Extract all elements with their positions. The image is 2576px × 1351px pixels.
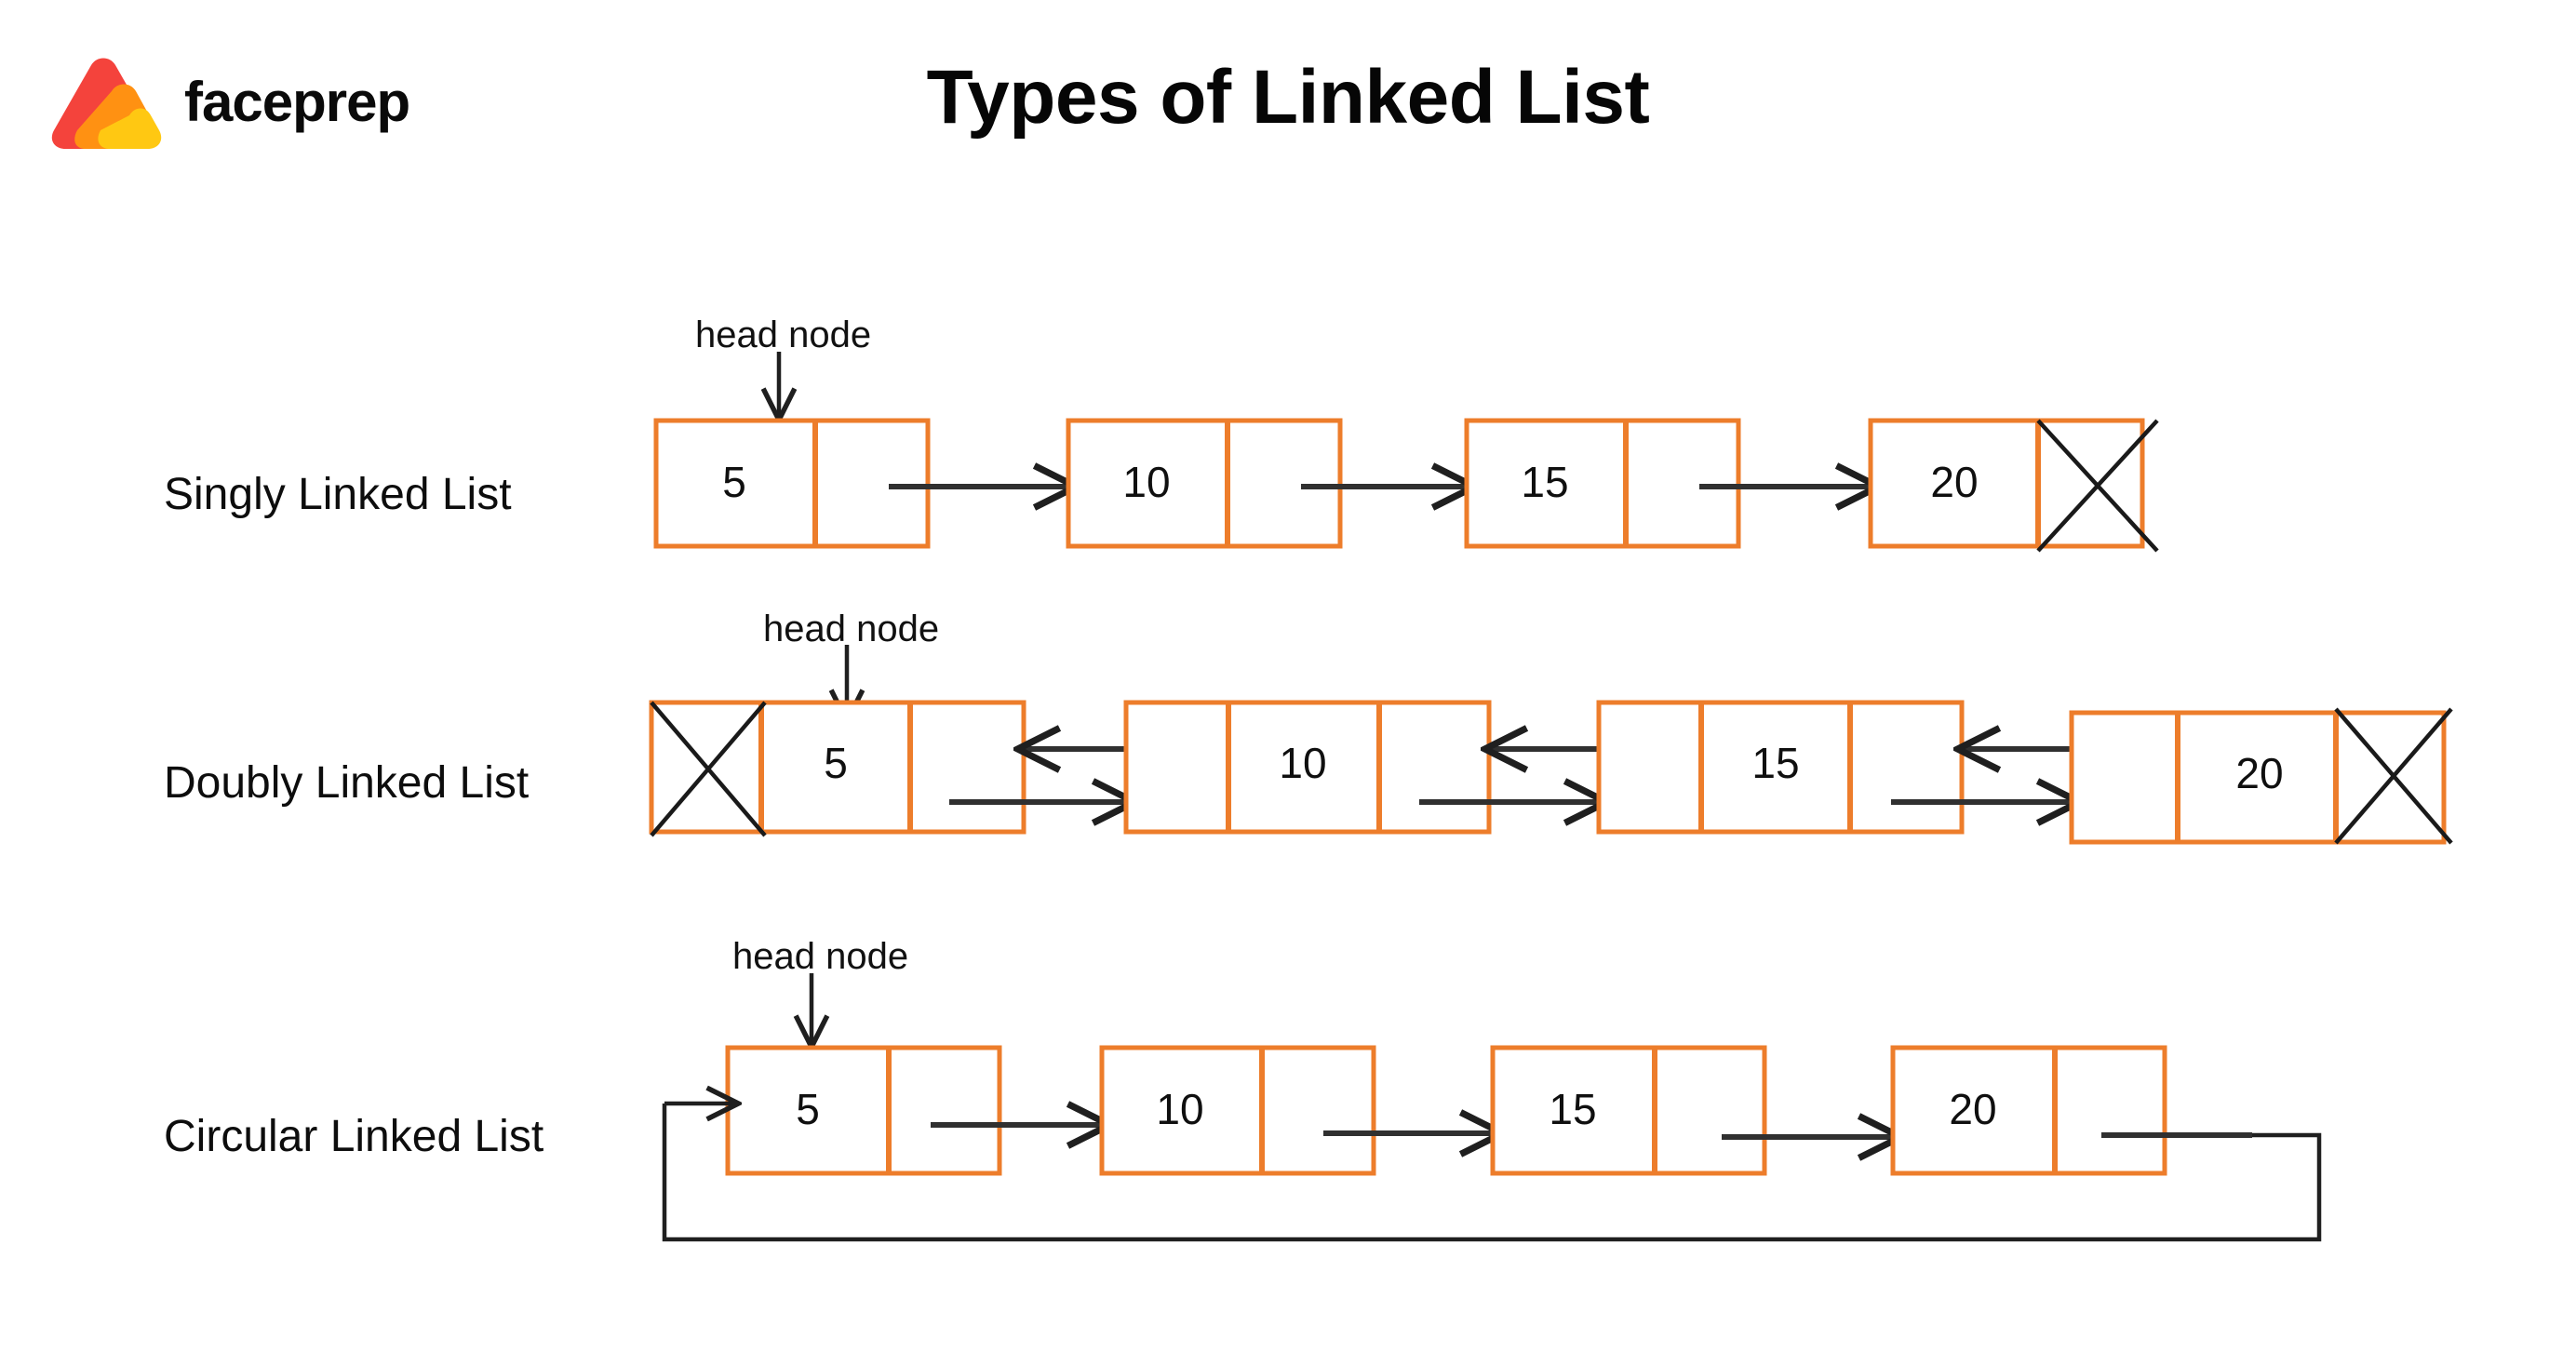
doubly-node-1: 5 bbox=[649, 700, 1026, 837]
doubly-null-next-terminator-icon bbox=[2334, 707, 2453, 845]
doubly-node-2: 10 bbox=[1123, 700, 1492, 835]
doubly-null-prev-terminator-icon bbox=[650, 701, 767, 837]
row-label-circular-linked-list: Circular Linked List bbox=[164, 1112, 544, 1161]
circular-node-4-value: 20 bbox=[1949, 1085, 1996, 1133]
singly-node-4: 20 bbox=[1868, 418, 2159, 553]
doubly-node-3-value: 15 bbox=[1751, 739, 1799, 787]
singly-node-1: 5 bbox=[653, 418, 931, 549]
brand-name: faceprep bbox=[184, 71, 410, 133]
doubly-node-3: 15 bbox=[1596, 700, 1965, 835]
singly-linked-list-row: 5 10 15 20 bbox=[653, 352, 2159, 553]
head-node-label-circular: head node bbox=[732, 936, 909, 977]
doubly-node-1-value: 5 bbox=[824, 739, 848, 787]
doubly-node-4: 20 bbox=[2069, 707, 2453, 845]
circular-node-2-value: 10 bbox=[1156, 1085, 1203, 1133]
row-label-singly-linked-list: Singly Linked List bbox=[164, 470, 512, 519]
doubly-node-4-value: 20 bbox=[2235, 749, 2283, 797]
page-title: Types of Linked List bbox=[926, 55, 1650, 140]
singly-node-1-value: 5 bbox=[722, 458, 746, 506]
circular-node-1-value: 5 bbox=[796, 1085, 820, 1133]
brand-logo-wordmark: faceprep bbox=[48, 54, 410, 151]
singly-null-terminator-icon bbox=[2036, 419, 2159, 553]
doubly-linked-list-row: 5 10 15 20 bbox=[649, 645, 2453, 845]
singly-node-4-value: 20 bbox=[1930, 458, 1978, 506]
singly-node-2-value: 10 bbox=[1122, 458, 1170, 506]
circular-node-2: 10 bbox=[1099, 1045, 1376, 1176]
doubly-node-2-value: 10 bbox=[1279, 739, 1326, 787]
circular-linked-list-row: 5 10 15 20 bbox=[662, 973, 2322, 1242]
faceprep-triangle-logo bbox=[51, 58, 162, 149]
singly-node-2: 10 bbox=[1066, 418, 1343, 549]
circular-node-3-value: 15 bbox=[1549, 1085, 1596, 1133]
circular-node-3: 15 bbox=[1490, 1045, 1767, 1176]
head-node-label-singly: head node bbox=[695, 314, 872, 355]
head-node-label-doubly: head node bbox=[763, 609, 940, 649]
circular-node-1: 5 bbox=[725, 1045, 1002, 1176]
circular-node-4: 20 bbox=[1890, 1045, 2167, 1176]
row-label-doubly-linked-list: Doubly Linked List bbox=[164, 758, 530, 808]
singly-node-3-value: 15 bbox=[1521, 458, 1568, 506]
singly-node-3: 15 bbox=[1464, 418, 1741, 549]
circular-loop-back-link bbox=[662, 1104, 2322, 1242]
